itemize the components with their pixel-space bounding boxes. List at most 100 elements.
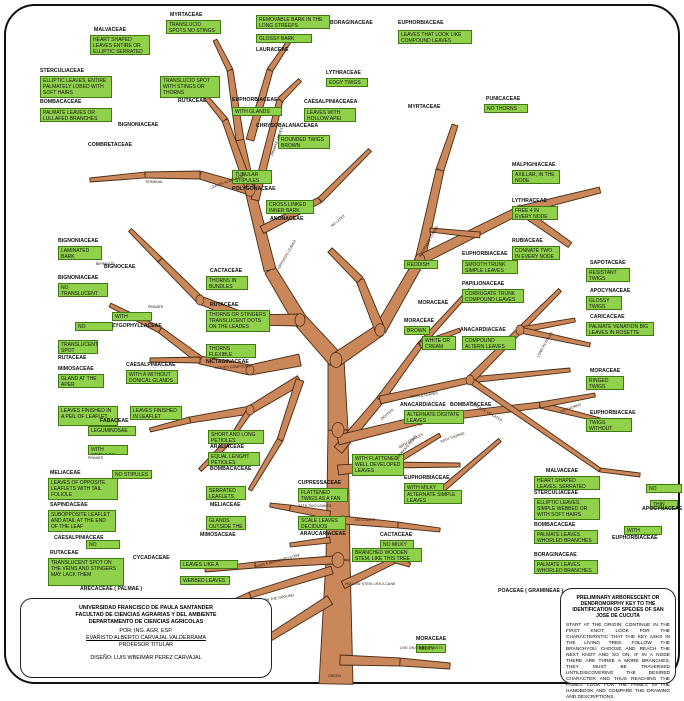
- criterion-box: EDGY TWIGS: [326, 78, 368, 87]
- criterion-box: WITH STIPULES: [112, 312, 152, 321]
- criterion-box: LEAVES OF OPPOSITE LEAFLETS WITH TAIL FO…: [48, 478, 118, 500]
- family-name: RUTACEAE: [50, 550, 79, 556]
- branch-label: PINNATE: [148, 305, 164, 309]
- family-name: COMBRETACEAE: [88, 142, 132, 148]
- family-name: LAURACEAE: [256, 47, 289, 53]
- criterion-box: NO STIPULES: [75, 322, 113, 331]
- tree-knot: [331, 552, 345, 568]
- tree-knot: [294, 313, 306, 327]
- criterion-box: SERRATED LEAFLETS: [206, 486, 246, 500]
- criterion-box: THORNS IN BUNDLES: [206, 276, 248, 290]
- family-name: NICTAGINACEAE: [206, 359, 249, 365]
- criterion-box: WHITE OR CREAM: [422, 336, 456, 350]
- branch-segment: [327, 247, 364, 284]
- family-name: RUTACEAE: [178, 98, 207, 104]
- criterion-box: WITH A WITHOUT DONICAL GLANDS: [126, 370, 178, 384]
- family-name: PUNICACEAE: [486, 96, 521, 102]
- branch-label: ORIGIN: [328, 674, 341, 678]
- criterion-box: REMOVABLE BARK IN THE LONG STREEPS: [256, 15, 330, 29]
- family-name: RUTACEAE: [58, 355, 87, 361]
- criterion-box: PALMATE LEAVES WHORLED BRANCHES: [534, 530, 598, 544]
- tree-knot: [515, 324, 525, 336]
- criterion-box: REDDISH: [404, 260, 438, 269]
- branch-segment: [599, 467, 641, 478]
- family-name: MIMOSACEAE: [58, 366, 94, 372]
- criterion-box: LEAVES FINISHED IN A PEIL OF LEAFLET: [58, 406, 118, 426]
- family-name: MORACEAE: [404, 318, 435, 324]
- branch-segment: [245, 68, 274, 142]
- family-name: CAESALPINIACEAEA: [304, 99, 358, 105]
- criterion-box: PALMATE VENATION BIG LEAVES IN ROSETTE: [586, 322, 654, 336]
- criterion-box: COMPOUND ALTERN LEAVES: [462, 336, 516, 350]
- criterion-box: GLAND AT THE APER: [58, 374, 104, 388]
- family-name: LYTHRACEAE: [512, 198, 547, 204]
- criterion-box: HEART SHAPED LEAVES ENTIRE OR ELLIPTIC S…: [90, 35, 150, 55]
- branch-segment: [429, 227, 481, 239]
- key-instructions-box: PRELIMINARY ARBORESCENT OR DENDROMORPHY …: [560, 588, 676, 700]
- criterion-box: TWIGS WITHOUT RINGS: [586, 418, 632, 432]
- branch-segment: [289, 536, 331, 548]
- family-name: EUPHORBIACEAE: [232, 97, 278, 103]
- family-name: FABACEAE: [100, 418, 129, 424]
- family-name: BIGNONIACEAE: [58, 275, 99, 281]
- family-name: BOMBACACEAE: [210, 466, 252, 472]
- family-name: POLYGONACEAE: [232, 186, 276, 192]
- criterion-box: THIN LEAVES: [650, 500, 678, 509]
- family-name: EUPHORBIACEAE: [462, 251, 508, 257]
- tree-knot: [374, 323, 386, 337]
- criterion-box: ALTERNATE DIGITATE LEAVES: [404, 410, 464, 424]
- criterion-box: PALMATE LEAVES WHORLED BRANCHES: [534, 560, 598, 574]
- family-name: BOMBACACEAE: [534, 522, 576, 528]
- tree-knot: [331, 422, 345, 438]
- branch-segment: [89, 171, 146, 183]
- criterion-box: LEAVES WITH HOLLOW APEI: [304, 108, 356, 122]
- family-name: MIMOSACEAE: [200, 532, 236, 538]
- family-name: MALVACEAE: [94, 27, 127, 33]
- criterion-box: WITH STIPULES: [624, 526, 662, 535]
- tree-knot: [329, 352, 343, 368]
- family-name: SAPINDACEAE: [50, 502, 88, 508]
- criterion-box: HEART SHAPED LEAVES, SERRATED ELLIPTIC: [534, 476, 600, 490]
- family-name: SAPOTACEAE: [590, 260, 626, 266]
- tree-knot: [245, 364, 255, 376]
- family-name: STERCULIACEAE: [40, 68, 85, 74]
- branch-segment: [277, 78, 302, 103]
- family-name: MORACEAE: [590, 368, 621, 374]
- criterion-box: TRANSLUCENT SPOT: [58, 340, 98, 354]
- criterion-box: NO TRANSLUCENT SPOT: [58, 283, 108, 297]
- family-name: CYCADACEAE: [133, 555, 170, 561]
- family-name: RUBIACEAE: [512, 238, 543, 244]
- criterion-box: GLANDS OUTSIDE THE VEINS: [206, 516, 246, 530]
- family-name: EUPHORBIACEAE: [612, 535, 658, 541]
- criterion-box: SUBOPPOSITE LEAFLET AND ATAIL AT THE END…: [48, 510, 116, 532]
- credits-box: UNIVERSIDAD FRANCISCO DE PAULA SANTANDER…: [20, 598, 272, 678]
- criterion-box: THORNS OR STINGERS TRANSLUCENT DOTS ON T…: [206, 310, 270, 332]
- branch-segment: [128, 228, 163, 263]
- criterion-box: AXILLAR, IN THE NODE: [512, 170, 560, 184]
- family-name: ARECACEAE ( PALMAE ): [80, 586, 143, 592]
- criterion-box: TRANSLUCID SPOTS NO STINGS: [166, 20, 221, 34]
- family-name: CHRYSOBALANACEAEA: [256, 123, 319, 129]
- criterion-box: EQUAL LENGHT PETIOLES: [208, 452, 260, 466]
- family-name: MALVACEAE: [546, 468, 579, 474]
- criterion-box: SMOOTH TRUNK SIMPLE LEAVES: [462, 260, 518, 274]
- criterion-box: NO STIPULES: [646, 484, 682, 493]
- family-name: EUPHORBIACEAE: [398, 20, 444, 26]
- criterion-box: FLATTENED TWIGS AS A FAN: [298, 488, 348, 502]
- criterion-box: MILKY: [416, 644, 446, 653]
- criterion-box: GLOSSY TWIGS: [586, 296, 622, 310]
- family-name: EUPHORBIACEAE: [590, 410, 636, 416]
- tree-branches: [89, 38, 641, 685]
- family-name: BOMBACACEAE: [40, 99, 82, 105]
- criterion-box: TRANSLUCENT SPOT ON THE VEINS AND STINGE…: [48, 558, 124, 586]
- criterion-box: CORRUGATE TRUNK COMPOUND LEAVES: [462, 289, 524, 303]
- branch-segment: [539, 392, 596, 409]
- family-name: CACTACEAE: [380, 532, 413, 538]
- family-name: CARICACEAE: [590, 314, 625, 320]
- family-name: MYRTACEAE: [170, 12, 203, 18]
- credits-faculty: FACULTAD DE CIENCIAS AGRARIAS Y DEL AMBI…: [75, 612, 217, 618]
- branch-segment: [269, 502, 291, 512]
- criterion-box: CROSS LINKED INNER BARK: [266, 200, 314, 214]
- credits-university: UNIVERSIDAD FRANCISCO DE PAULA SANTANDER: [78, 605, 214, 611]
- family-name: PAPILIONACEAE: [462, 281, 505, 287]
